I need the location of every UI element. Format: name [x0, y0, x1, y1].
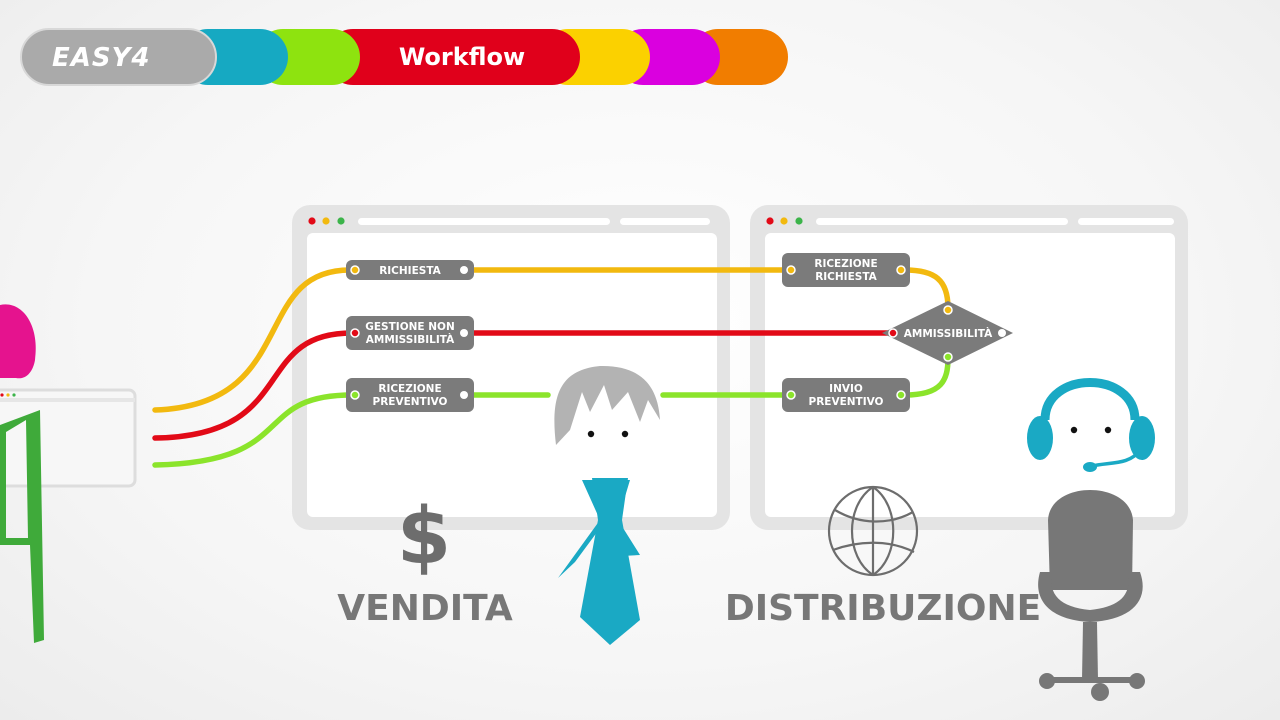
green-easel — [0, 410, 44, 643]
headset-right-ear — [1129, 416, 1155, 460]
tab-red-workflow[interactable] — [325, 29, 580, 85]
salesman-tie — [580, 478, 640, 645]
node-gestione-label-line2: AMMISSIBILITÀ — [366, 333, 455, 346]
distribuzione-label: DISTRIBUZIONE — [725, 588, 1041, 629]
address-bar[interactable] — [816, 218, 1068, 225]
chair-arm-left — [1038, 572, 1090, 622]
node-ammissibilita-label: AMMISSIBILITÀ — [904, 327, 993, 340]
node-invio-preventivo-line1: INVIO — [829, 383, 863, 395]
vendita-label: VENDITA — [337, 588, 513, 629]
left-character — [0, 304, 137, 643]
node-invio-preventivo[interactable]: INVIO PREVENTIVO — [782, 378, 910, 412]
salesman-character — [554, 360, 660, 645]
address-bar[interactable] — [358, 218, 610, 225]
node-ammissibilita[interactable]: AMMISSIBILITÀ — [882, 301, 1013, 365]
magenta-hair — [0, 304, 36, 379]
operator-eye — [1104, 426, 1112, 434]
headset-mic — [1091, 448, 1142, 468]
search-bar[interactable] — [620, 218, 710, 225]
dollar-icon: $ — [397, 492, 451, 582]
node-richiesta[interactable]: RICHIESTA — [346, 260, 474, 280]
node-ricezione-richiesta-line1: RICEZIONE — [814, 258, 877, 270]
node-ricezione-preventivo-line2: PREVENTIVO — [373, 396, 448, 408]
yellow-flow-line — [152, 267, 353, 413]
node-ricezione-richiesta-line2: RICHIESTA — [815, 271, 877, 283]
node-gestione-non-ammissibilita[interactable]: GESTIONE NON AMMISSIBILITÀ — [346, 316, 474, 350]
chair-wheel — [1091, 683, 1109, 701]
operator-face — [1043, 384, 1137, 472]
headset-band-icon — [1040, 378, 1140, 421]
chair-back — [1048, 490, 1133, 590]
green-flow-line — [152, 392, 355, 468]
operator-eye — [1070, 426, 1078, 434]
flow-lines — [152, 267, 951, 468]
window-max-dot[interactable] — [795, 217, 803, 225]
globe-network-icon — [827, 485, 919, 577]
red-flow-line — [152, 330, 355, 441]
vendita-panel — [292, 205, 730, 530]
tab-logo[interactable] — [20, 28, 217, 86]
chair-wheel — [1039, 673, 1055, 689]
vendita-section: $ VENDITA — [337, 492, 513, 629]
small-browser-window — [0, 388, 137, 488]
salesman-eye — [587, 430, 595, 438]
node-ricezione-preventivo[interactable]: RICEZIONE PREVENTIVO — [346, 378, 474, 412]
window-min-dot[interactable] — [322, 217, 330, 225]
window-min-dot[interactable] — [780, 217, 788, 225]
node-richiesta-label: RICHIESTA — [379, 265, 441, 277]
distribuzione-section: DISTRIBUZIONE — [725, 485, 1041, 629]
chair-arm-right — [1090, 572, 1143, 622]
node-invio-preventivo-line2: PREVENTIVO — [809, 396, 884, 408]
window-max-dot[interactable] — [337, 217, 345, 225]
window-close-dot[interactable] — [308, 217, 316, 225]
header-tab-bar: EASY4 Workflow — [20, 28, 788, 86]
chair-wheel — [1129, 673, 1145, 689]
workflow-tab-label: Workflow — [399, 43, 525, 71]
window-close-dot[interactable] — [766, 217, 774, 225]
yellow-flow-line — [902, 267, 951, 311]
chair-stem — [1082, 622, 1098, 680]
logo-text: EASY4 — [52, 43, 151, 73]
node-ricezione-preventivo-line1: RICEZIONE — [378, 383, 441, 395]
node-ricezione-richiesta[interactable]: RICEZIONE RICHIESTA — [782, 253, 910, 287]
salesman-hair — [554, 365, 660, 445]
search-bar[interactable] — [1078, 218, 1174, 225]
salesman-eye — [621, 430, 629, 438]
headset-left-ear — [1027, 416, 1053, 460]
node-gestione-label-line1: GESTIONE NON — [365, 321, 454, 333]
operator-character — [1027, 378, 1155, 701]
